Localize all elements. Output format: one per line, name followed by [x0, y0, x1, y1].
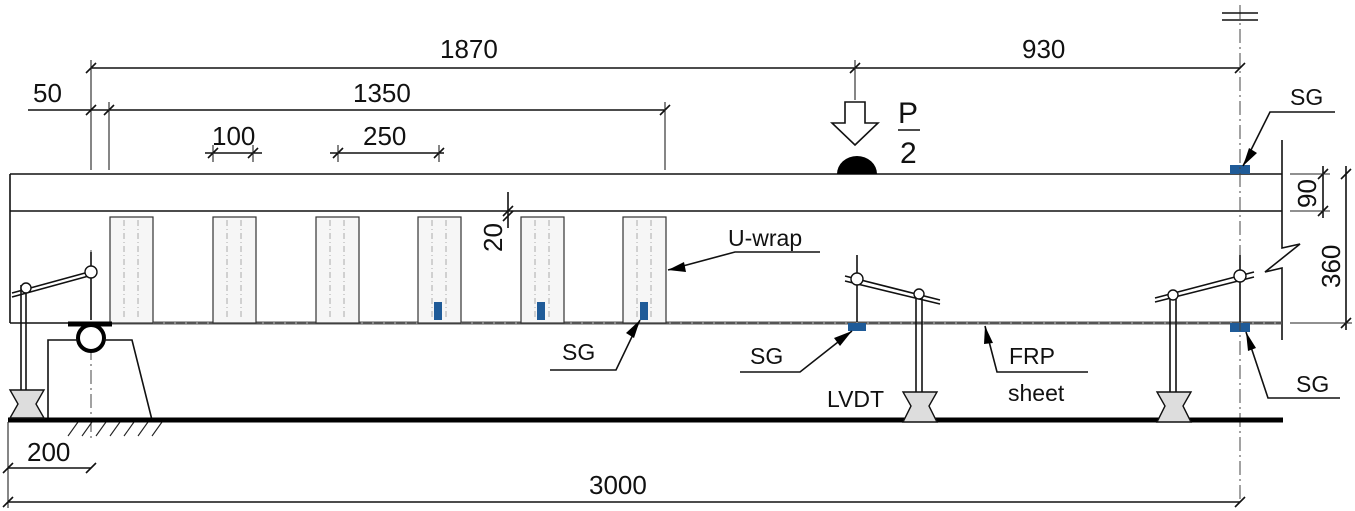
- label-frp-line2: sheet: [1008, 380, 1065, 406]
- lvdt-stand-mid: [844, 255, 941, 423]
- strain-gauge-strip-6: [640, 302, 648, 320]
- dim-20-group: 20: [478, 192, 514, 252]
- strain-gauge-top-concrete: [1230, 165, 1250, 174]
- sg-mid-leader: [740, 330, 853, 373]
- arrowhead-icon: [984, 326, 993, 344]
- top-dimensions: 1870 930 50 1350 100 250: [28, 34, 1246, 170]
- label-frp-line1: FRP: [1009, 343, 1055, 369]
- dim-3000: 3000: [589, 470, 647, 500]
- strain-gauge-strip-4: [434, 302, 442, 320]
- lvdt-sensor-icon: [850, 272, 864, 286]
- lvdt-base-icon: [901, 391, 939, 423]
- lvdt-base-icon: [1155, 391, 1193, 423]
- arrowhead-icon: [834, 331, 852, 346]
- dim-1350: 1350: [353, 78, 411, 108]
- u-wrap-strip: [315, 216, 360, 324]
- ground-hatch-icon: [67, 421, 163, 437]
- dim-20: 20: [478, 223, 508, 252]
- label-sg-bottom-right: SG: [1296, 371, 1329, 397]
- dim-360: 360: [1316, 245, 1346, 288]
- arrowhead-icon: [1243, 148, 1257, 166]
- right-dimensions: 90 360: [1290, 166, 1352, 330]
- arrowhead-icon: [1246, 332, 1256, 351]
- support-block-right: [104, 339, 153, 421]
- dim-90: 90: [1292, 179, 1322, 208]
- dim-100: 100: [212, 121, 255, 151]
- lvdt-stand-right: [1154, 255, 1255, 423]
- dim-1870: 1870: [440, 34, 498, 64]
- sg-top-right-leader: [1242, 111, 1335, 167]
- dim-50: 50: [33, 78, 62, 108]
- dim-930: 930: [1022, 34, 1065, 64]
- loading-plate-icon: [837, 156, 877, 174]
- u-wrap-strip: [212, 216, 257, 324]
- lvdt-stand-left: [8, 252, 98, 419]
- strain-gauge-strip-5: [537, 302, 545, 320]
- u-wrap-strip: [109, 216, 154, 324]
- label-lvdt: LVDT: [827, 386, 884, 412]
- roller-icon: [76, 323, 106, 353]
- uwrap-leader: [667, 251, 820, 271]
- label-sg-mid: SG: [750, 343, 783, 369]
- label-sg-top-right: SG: [1290, 84, 1323, 110]
- beam-break-line: [1264, 140, 1301, 340]
- label-sg-left: SG: [562, 339, 595, 365]
- load-denominator: 2: [900, 137, 917, 170]
- arrowhead-icon: [668, 262, 686, 272]
- load-arrow-icon: [830, 101, 880, 147]
- strain-gauge-frp-mid: [848, 323, 866, 331]
- lvdt-sensor-icon: [1233, 269, 1247, 283]
- sg-bottom-right-leader: [1245, 331, 1340, 399]
- load-point: P 2: [830, 97, 920, 174]
- lvdt-sensor-icon: [84, 265, 98, 279]
- bottom-dimensions: 200 3000: [2, 422, 1246, 508]
- dim-250: 250: [363, 121, 406, 151]
- u-wrap-strips: [109, 216, 667, 324]
- support: [47, 321, 163, 437]
- arrowhead-icon: [626, 320, 640, 338]
- dim-200: 200: [27, 437, 70, 467]
- support-block-left: [47, 339, 78, 420]
- lvdt-base-icon: [8, 389, 46, 419]
- load-numerator: P: [898, 97, 918, 130]
- label-uwrap: U-wrap: [728, 225, 802, 251]
